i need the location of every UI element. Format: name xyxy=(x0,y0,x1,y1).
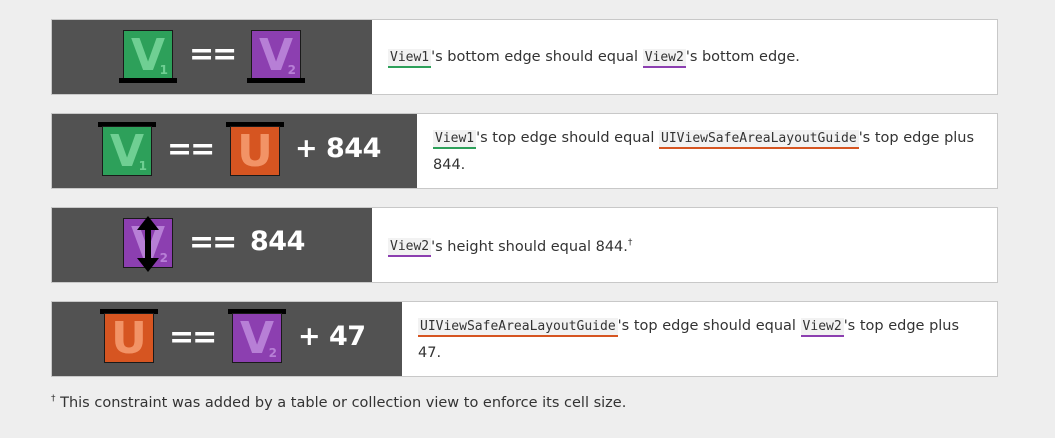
footnote-mark: † xyxy=(51,394,56,404)
view-letter: V xyxy=(239,312,275,364)
view1-code: View1 xyxy=(433,129,477,149)
constraint-row-1: V 1 == V 2 View1's bottom edge should eq… xyxy=(51,19,998,95)
safe-area-guide-box: U xyxy=(104,312,154,364)
view-subscript: 1 xyxy=(138,159,147,173)
safe-area-guide-box: U xyxy=(230,125,280,177)
description-text: 's height should equal 844. xyxy=(431,238,628,255)
guide-letter: U xyxy=(237,125,273,177)
description-text: 's bottom edge should equal xyxy=(431,48,643,65)
view-letter: V xyxy=(258,29,294,81)
footnote: † This constraint was added by a table o… xyxy=(51,394,626,411)
description-text: 's top edge should equal xyxy=(617,317,801,334)
view2-code: View2 xyxy=(388,238,432,258)
constraint-description: UIViewSafeAreaLayoutGuide's top edge sho… xyxy=(402,302,997,376)
view1-code: View1 xyxy=(388,48,432,68)
equals-operator: == xyxy=(189,225,237,260)
description-text: 's top edge plus 47. xyxy=(418,317,960,361)
constraint-row-2: V 1 == U + 844 View1's top edge should e… xyxy=(51,113,998,189)
safe-area-guide-code: UIViewSafeAreaLayoutGuide xyxy=(659,129,859,149)
view-subscript: 2 xyxy=(268,346,277,360)
height-arrow-icon xyxy=(137,216,159,272)
view1-box: V 1 xyxy=(123,29,173,81)
view2-code: View2 xyxy=(800,317,844,337)
constant-value: 844 xyxy=(250,226,305,257)
constraint-visual: V 2 == 844 xyxy=(52,208,372,282)
view-subscript: 2 xyxy=(159,251,168,265)
view-subscript: 2 xyxy=(287,63,296,77)
top-edge-marker xyxy=(226,122,284,127)
view-letter: V xyxy=(130,29,166,81)
constraint-visual: V 1 == V 2 xyxy=(52,20,372,94)
description-text: 's top edge plus 844. xyxy=(433,129,975,173)
bottom-edge-marker xyxy=(247,78,305,83)
guide-letter: U xyxy=(111,312,147,364)
constant-value: + 47 xyxy=(298,321,366,352)
constraint-description: View2's height should equal 844.† xyxy=(372,208,997,282)
view2-box: V 2 xyxy=(232,312,282,364)
top-edge-marker xyxy=(98,122,156,127)
constraint-description: View1's bottom edge should equal View2's… xyxy=(372,20,997,94)
top-edge-marker xyxy=(100,309,158,314)
constant-value: + 844 xyxy=(295,133,381,164)
view-letter: V xyxy=(109,125,145,177)
equals-operator: == xyxy=(167,132,215,167)
constraint-visual: U == V 2 + 47 xyxy=(52,302,402,376)
constraint-row-3: V 2 == 844 View2's height should equal 8… xyxy=(51,207,998,283)
view2-box: V 2 xyxy=(251,29,301,81)
equals-operator: == xyxy=(189,37,237,72)
constraint-description: View1's top edge should equal UIViewSafe… xyxy=(417,114,997,188)
view1-box: V 1 xyxy=(102,125,152,177)
footnote-text: This constraint was added by a table or … xyxy=(55,394,627,411)
top-edge-marker xyxy=(228,309,286,314)
footnote-marker: † xyxy=(627,237,633,248)
safe-area-guide-code: UIViewSafeAreaLayoutGuide xyxy=(418,317,618,337)
bottom-edge-marker xyxy=(119,78,177,83)
view-subscript: 1 xyxy=(159,63,168,77)
constraint-visual: V 1 == U + 844 xyxy=(52,114,417,188)
view2-code: View2 xyxy=(642,48,686,68)
constraint-row-4: U == V 2 + 47 UIViewSafeAreaLayoutGuide'… xyxy=(51,301,998,377)
description-text: 's bottom edge. xyxy=(685,48,800,65)
description-text: 's top edge should equal xyxy=(476,129,660,146)
equals-operator: == xyxy=(169,320,217,355)
